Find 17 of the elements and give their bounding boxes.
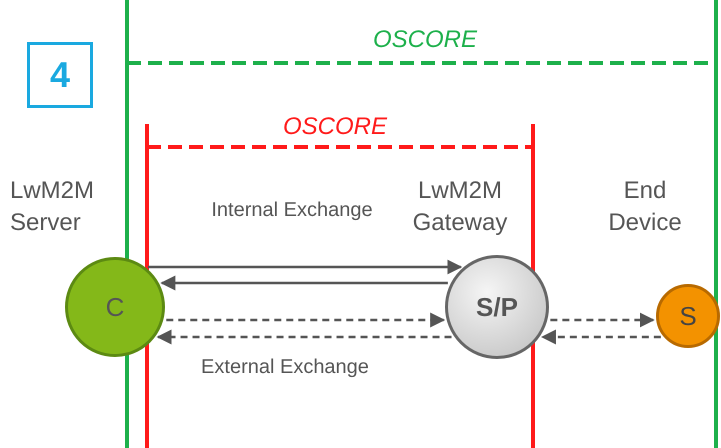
step-number-box: 4 bbox=[27, 42, 93, 108]
arrow bbox=[160, 276, 448, 290]
arrow bbox=[156, 330, 452, 344]
node-caption: End Device bbox=[607, 176, 683, 238]
edge-label: Internal Exchange bbox=[210, 198, 374, 223]
arrow bbox=[148, 260, 462, 274]
arrow bbox=[540, 330, 661, 344]
node-caption: LwM2M Server bbox=[10, 176, 96, 238]
server-proxy-circle: S/P bbox=[445, 255, 549, 359]
scope-label: OSCORE bbox=[372, 26, 478, 54]
node-caption: LwM2M Gateway bbox=[412, 176, 508, 238]
edge-label: External Exchange bbox=[200, 355, 370, 380]
server-circle: S bbox=[656, 284, 720, 348]
client-circle: C bbox=[65, 257, 165, 357]
arrow bbox=[166, 312, 446, 328]
arrow bbox=[550, 312, 655, 328]
scope-label: OSCORE bbox=[282, 113, 388, 141]
